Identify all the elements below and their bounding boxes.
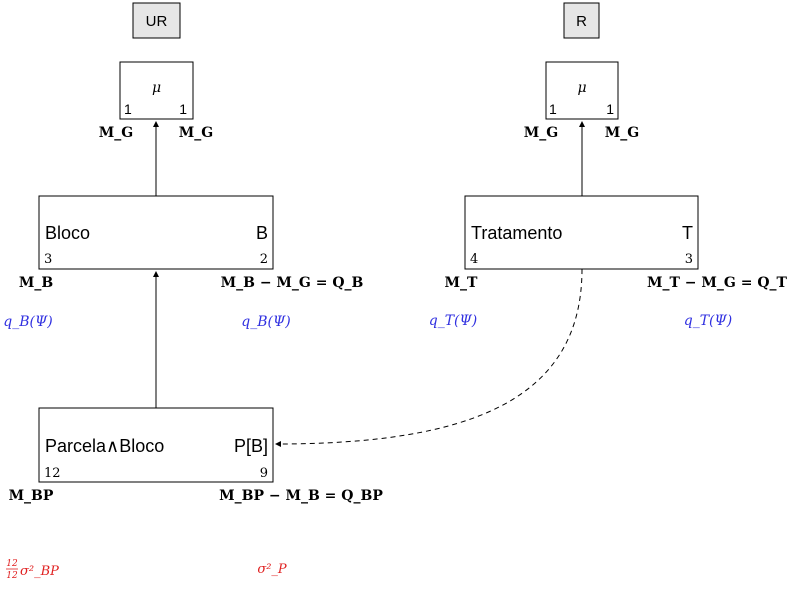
tag-r: R — [563, 2, 600, 39]
r-mean-below-right: M_G — [605, 125, 639, 141]
r-mean-below-left: M_G — [524, 125, 558, 141]
treatment-blue-right: q_T(Ψ) — [684, 313, 733, 329]
r-mean-right-num: 1 — [606, 101, 614, 117]
treatment-node: Tratamento T 4 3 — [464, 195, 699, 270]
ur-mean-label: μ — [152, 80, 161, 96]
r-mean-left-num: 1 — [549, 101, 557, 117]
block-node: Bloco B 3 2 — [38, 195, 274, 270]
ur-mean-below-left: M_G — [99, 125, 133, 141]
plot-red-left: 12 12 σ²_BP — [6, 559, 59, 581]
ur-mean-below-right: M_G — [179, 125, 213, 141]
ur-mean-node: μ 1 1 — [119, 61, 194, 120]
treatment-below-right: M_T − M_G = Q_T — [647, 275, 788, 291]
ur-mean-left-num: 1 — [124, 101, 132, 117]
plot-code: P[B] — [234, 436, 268, 456]
tag-r-label: R — [576, 13, 587, 30]
edge-treatment-to-plot — [275, 268, 583, 447]
treatment-blue-left: q_T(Ψ) — [429, 313, 478, 329]
block-below-right: M_B − M_G = Q_B — [221, 275, 364, 291]
treatment-name: Tratamento — [471, 223, 562, 243]
plot-left-num: 12 — [44, 466, 61, 481]
block-right-num: 2 — [260, 252, 268, 267]
plot-name: Parcela∧Bloco — [45, 436, 164, 456]
tag-ur: UR — [132, 2, 181, 39]
plot-red-frac-den: 12 — [6, 571, 18, 581]
plot-right-num: 9 — [260, 466, 268, 481]
r-mean-label: μ — [577, 80, 586, 96]
treatment-right-num: 3 — [685, 252, 693, 267]
block-blue-right: q_B(Ψ) — [241, 314, 290, 330]
block-blue-left: q_B(Ψ) — [3, 314, 52, 330]
r-mean-node: μ 1 1 — [545, 61, 619, 120]
block-left-num: 3 — [44, 252, 52, 267]
tag-ur-label: UR — [146, 13, 168, 30]
plot-red-frac-num: 12 — [6, 559, 18, 569]
block-below-left: M_B — [19, 275, 53, 291]
block-code: B — [256, 223, 268, 243]
plot-red-right-text: σ²_P — [257, 562, 287, 577]
treatment-left-num: 4 — [470, 252, 478, 267]
block-name: Bloco — [45, 223, 90, 243]
plot-node: Parcela∧Bloco P[B] 12 9 — [38, 407, 274, 483]
treatment-below-left: M_T — [445, 275, 478, 291]
plot-red-left-text: σ²_BP — [20, 564, 59, 579]
treatment-code: T — [682, 223, 693, 243]
ur-mean-right-num: 1 — [179, 101, 187, 117]
plot-below-right: M_BP − M_B = Q_BP — [219, 488, 383, 504]
plot-below-left: M_BP — [9, 488, 54, 504]
